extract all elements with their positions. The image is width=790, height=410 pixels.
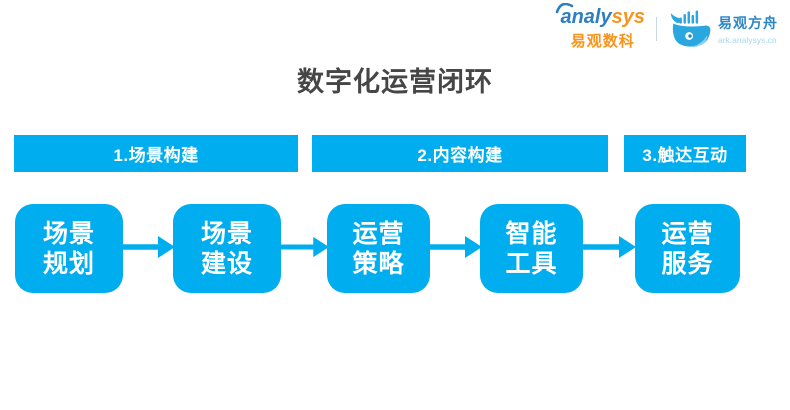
arrow-right-icon	[428, 236, 482, 258]
stage-bar-scene-building: 1.场景构建	[14, 135, 298, 172]
step-label-line1: 场景	[200, 219, 253, 248]
ark-url: ark.analysys.cn	[718, 34, 777, 45]
step-label-line1: 运营	[661, 219, 714, 248]
logo-divider	[656, 16, 657, 41]
arrow-right-icon	[582, 236, 636, 258]
step-label-line2: 规划	[42, 249, 95, 278]
step-label-line1: 智能	[505, 219, 558, 248]
arrow-right-icon	[279, 236, 329, 258]
step-box-operation-strategy: 运营 策略	[327, 204, 430, 293]
step-label-line2: 建设	[200, 249, 253, 278]
step-label-line2: 服务	[661, 249, 714, 278]
step-box-operation-service: 运营 服务	[635, 204, 740, 293]
wordmark-orange: sys	[611, 6, 645, 28]
stage-bar-reach-interaction: 3.触达互动	[624, 135, 746, 172]
ark-logo-text: 易观方舟	[718, 14, 778, 31]
page-title: 数字化运营闭环	[297, 67, 493, 97]
swoosh-icon	[556, 3, 574, 14]
brand-bar: analysys 易观数科 易观方舟 ark.analysys.cn	[556, 3, 778, 51]
arrow-right-icon	[121, 236, 175, 258]
step-label-line1: 场景	[42, 219, 95, 248]
analysys-logo: analysys 易观数科	[556, 3, 645, 51]
step-box-scene-construction: 场景 建设	[173, 204, 281, 293]
analysys-cn-name: 易观数科	[570, 33, 635, 50]
step-label-line2: 策略	[352, 249, 405, 278]
step-label-line1: 运营	[352, 219, 405, 248]
wordmark-blue: analy	[560, 6, 612, 28]
stage-bar-content-building: 2.内容构建	[312, 135, 608, 172]
whale-bar-chart-icon	[670, 10, 711, 47]
analysys-wordmark: analysys	[556, 3, 645, 28]
step-box-scene-planning: 场景 规划	[15, 204, 123, 293]
step-label-line2: 工具	[505, 249, 558, 278]
step-box-intelligent-tools: 智能 工具	[480, 204, 583, 293]
ark-logo: 易观方舟 ark.analysys.cn	[668, 8, 778, 50]
